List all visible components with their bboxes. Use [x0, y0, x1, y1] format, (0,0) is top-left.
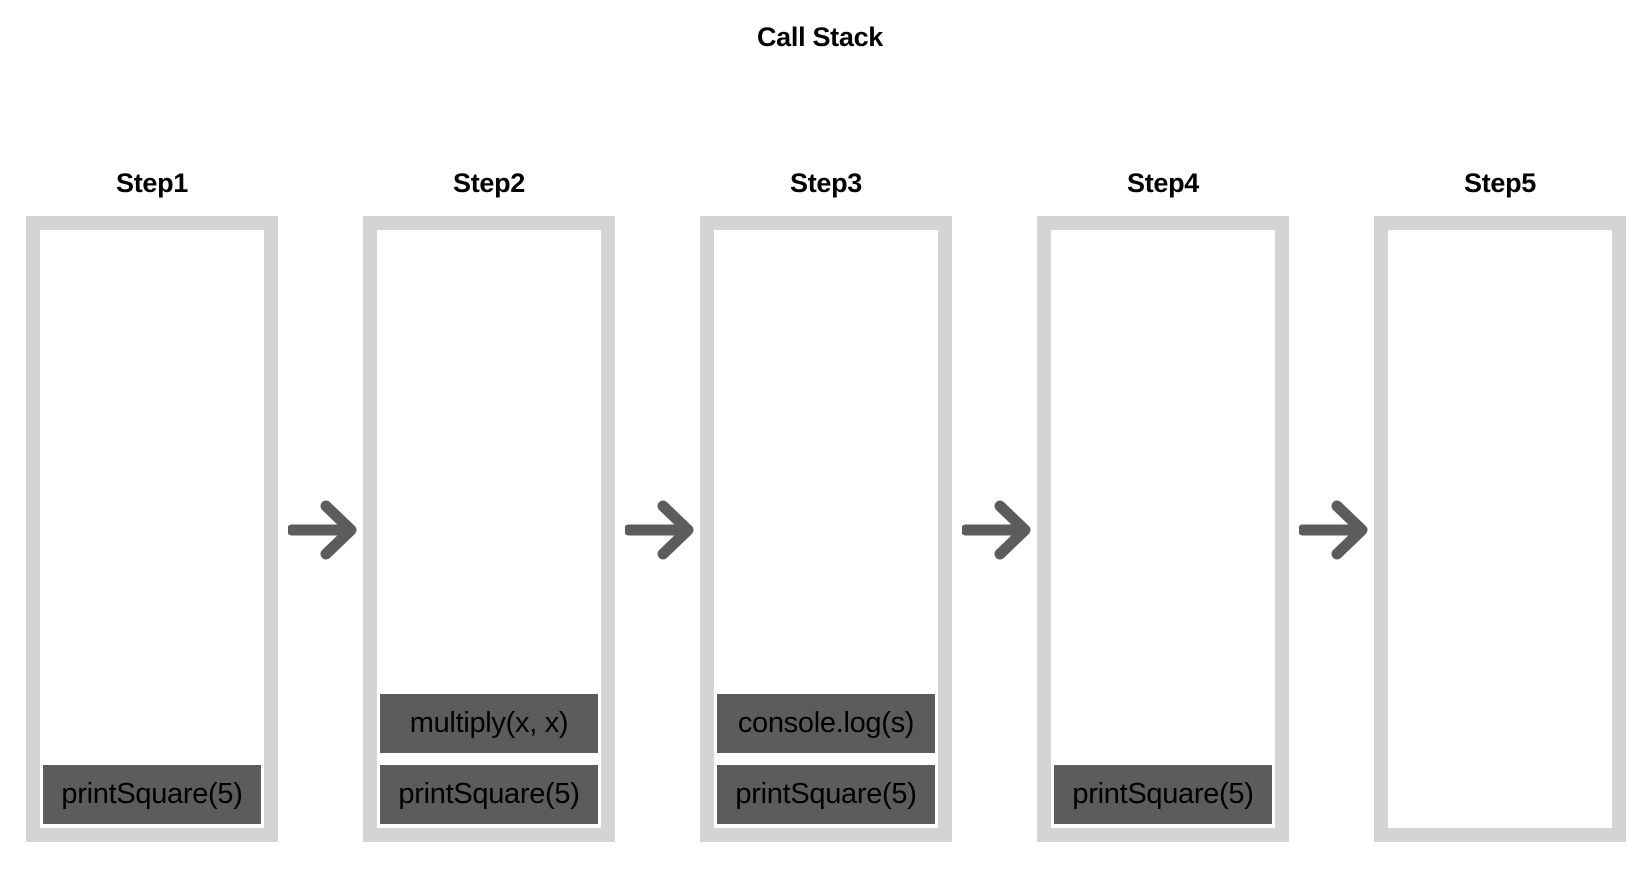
step-label: Step3: [789, 168, 863, 198]
stack-frames: printSquare(5): [1054, 765, 1272, 824]
stack-frame: printSquare(5): [43, 765, 261, 824]
stack-frames: console.log(s) printSquare(5): [717, 694, 935, 824]
stack-frames: printSquare(5): [43, 765, 261, 824]
right-arrow-icon: [288, 500, 357, 560]
stack-frames: multiply(x, x) printSquare(5): [380, 694, 598, 824]
step-label: Step4: [1126, 168, 1200, 198]
stack-box: console.log(s) printSquare(5): [700, 216, 952, 842]
page-title: Call Stack: [756, 22, 884, 52]
stack-box: printSquare(5): [1037, 216, 1289, 842]
right-arrow-icon: [962, 500, 1031, 560]
step-label: Step2: [452, 168, 526, 198]
stack-frame: printSquare(5): [380, 765, 598, 824]
step-label: Step1: [115, 168, 189, 198]
stack-frame: console.log(s): [717, 694, 935, 753]
right-arrow-icon: [1299, 500, 1368, 560]
stack-frame: printSquare(5): [717, 765, 935, 824]
stack-frame: printSquare(5): [1054, 765, 1272, 824]
stack-box: multiply(x, x) printSquare(5): [363, 216, 615, 842]
right-arrow-icon: [625, 500, 694, 560]
stack-box: printSquare(5): [26, 216, 278, 842]
stack-box: [1374, 216, 1626, 842]
step-label: Step5: [1463, 168, 1537, 198]
stack-frame: multiply(x, x): [380, 694, 598, 753]
